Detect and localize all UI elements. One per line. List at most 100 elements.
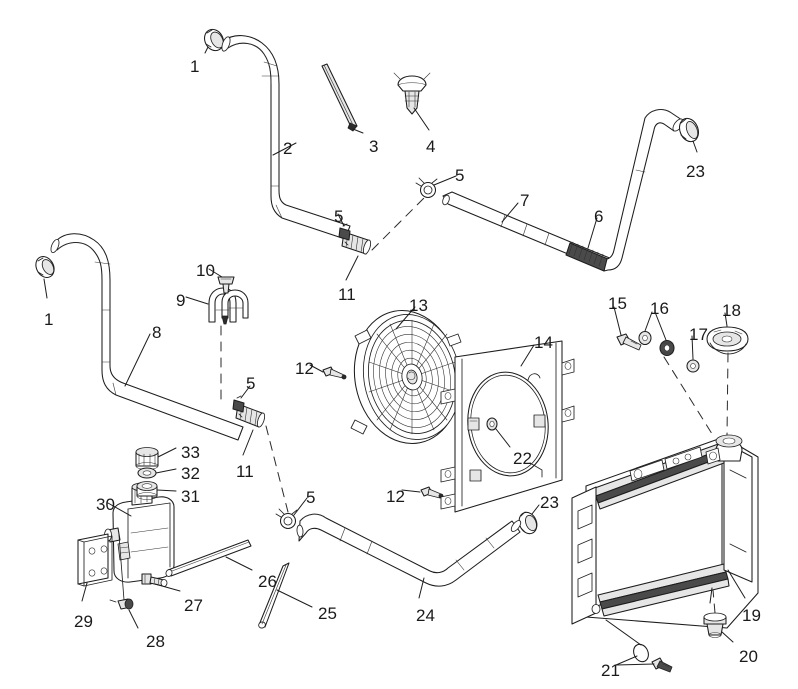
callout-19: 19	[742, 606, 761, 625]
part-5d-spring-clamp	[275, 508, 298, 530]
callout-9: 9	[176, 291, 186, 310]
callout-16: 16	[650, 299, 669, 318]
part-5a-spring-clamp	[415, 177, 438, 199]
part-18-radiator-cap	[706, 326, 749, 355]
part-28-screw-reservoir	[109, 598, 134, 610]
callout-31: 31	[181, 487, 200, 506]
callout-28: 28	[146, 632, 165, 651]
part-16-nut	[638, 330, 675, 357]
callout-18: 18	[722, 301, 741, 320]
part-17-washer	[686, 359, 700, 373]
part-31-reservoir-neck-ring	[136, 481, 158, 500]
callout-17: 17	[689, 325, 708, 344]
part-6-riser-hose	[603, 109, 684, 272]
leader-6	[587, 217, 598, 249]
leader-21a	[615, 655, 638, 666]
callout-13: 13	[409, 296, 428, 315]
leader-22	[495, 428, 511, 448]
callout-7: 7	[520, 191, 530, 210]
leader-18	[724, 312, 728, 327]
part-32-seal-washer	[137, 467, 157, 479]
leader-10	[208, 268, 223, 278]
callout-5d: 5	[306, 488, 316, 507]
leader-11a	[345, 255, 359, 281]
callout-5b: 5	[334, 207, 344, 226]
leader-20b	[709, 587, 713, 604]
leader-29	[81, 582, 88, 602]
leader-14	[520, 344, 535, 367]
callout-25: 25	[318, 604, 337, 623]
leader-13	[395, 306, 416, 330]
leader-21c	[605, 619, 642, 646]
leader-3	[352, 128, 364, 134]
callout-15: 15	[608, 294, 627, 313]
part-13-cooling-fan-assembly	[350, 309, 462, 445]
part-1b-hose-clamp	[35, 255, 55, 279]
assembly-guide-nut	[663, 356, 715, 438]
leader-12a	[309, 364, 324, 373]
callout-33: 33	[181, 443, 200, 462]
leader-21b	[615, 663, 655, 666]
part-4-push-rivet	[393, 72, 431, 115]
assembly-guide-drain	[712, 589, 716, 614]
leader-1a	[204, 46, 209, 54]
callout-12b: 12	[386, 487, 405, 506]
part-2-upper-radiator-hose	[221, 35, 351, 240]
leader-23a	[692, 140, 698, 153]
callout-5c: 5	[246, 374, 256, 393]
reservoir-bolt-shaft	[118, 534, 125, 601]
leader-25	[276, 589, 313, 608]
leader-5b	[337, 213, 345, 227]
part-25-drain-tube	[258, 562, 290, 629]
leader-7	[501, 202, 519, 223]
callout-30: 30	[96, 495, 115, 514]
callout-12a: 12	[295, 359, 314, 378]
part-23b-hose-clamp-large	[518, 511, 538, 535]
part-26-overflow-tube	[165, 539, 252, 577]
leader-1b	[43, 278, 48, 299]
part-3-vent-tube	[321, 63, 358, 132]
callout-6: 6	[594, 207, 604, 226]
callout-11a: 11	[338, 285, 356, 304]
callout-8: 8	[152, 323, 162, 342]
part-19-radiator	[571, 434, 759, 629]
leader-12b	[401, 489, 421, 493]
part-1a-hose-clamp	[203, 28, 225, 52]
part-23a-hose-clamp-large	[678, 117, 700, 143]
leader-28	[128, 609, 139, 629]
assembly-guide-lower	[265, 425, 289, 513]
callout-27: 27	[184, 596, 203, 615]
assembly-guide-cap	[726, 352, 729, 437]
callout-21: 21	[601, 661, 620, 680]
callout-3: 3	[369, 137, 379, 156]
part-9-hose-retainer-clip	[208, 287, 249, 325]
callout-29: 29	[74, 612, 93, 631]
callout-23b: 23	[540, 493, 559, 512]
leader-20	[721, 631, 734, 643]
leader-5d	[293, 497, 308, 516]
leader-16a	[644, 311, 653, 332]
leader-24	[418, 577, 425, 599]
callout-20: 20	[739, 647, 758, 666]
callout-10: 10	[196, 261, 215, 280]
part-24-lower-hose-to-radiator	[296, 513, 522, 587]
leader-9	[185, 296, 209, 305]
part-10-screw	[217, 276, 235, 294]
leader-8	[124, 333, 151, 387]
leader-32	[155, 468, 177, 474]
assembly-guide-upper	[371, 197, 425, 251]
part-8-lower-radiator-hose	[50, 233, 244, 441]
part-12b-screw-fan	[420, 486, 444, 499]
leader-31	[156, 489, 177, 492]
part-14-fan-shroud	[440, 340, 575, 513]
part-15-bolt	[616, 333, 642, 351]
part-27-elbow-fitting	[141, 573, 168, 587]
leader-5a	[433, 175, 457, 186]
leader-30	[107, 502, 132, 517]
callout-24: 24	[416, 606, 435, 625]
leader-16b	[654, 311, 667, 341]
callout-1b: 1	[44, 310, 54, 329]
leader-11b	[242, 429, 254, 456]
